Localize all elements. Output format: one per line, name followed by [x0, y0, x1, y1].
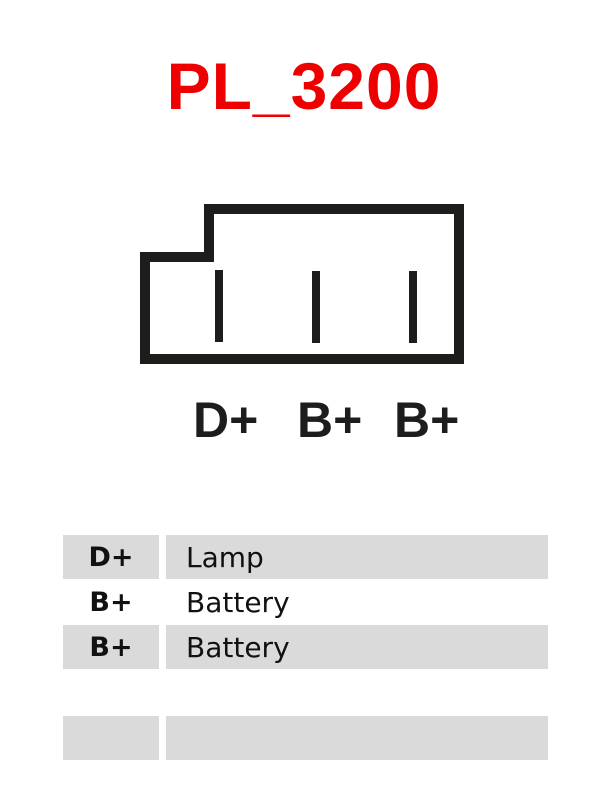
pin-labels: D+ B+ B+	[193, 390, 483, 450]
function-cell: Battery	[166, 625, 548, 669]
function-cell: Lamp	[166, 535, 548, 579]
pin-label-1: D+	[193, 392, 259, 448]
pin-cell: B+	[63, 625, 159, 669]
table-row	[63, 716, 548, 760]
pin-cell: D+	[63, 535, 159, 579]
table-row	[63, 670, 548, 714]
part-number-title: PL_3200	[166, 49, 442, 123]
function-cell	[166, 716, 548, 760]
pin-cell	[63, 716, 159, 760]
pin-label-3: B+	[394, 392, 460, 448]
connector-outline	[140, 204, 464, 364]
pin-2-blade	[312, 271, 320, 343]
table-row: B+ Battery	[63, 580, 548, 624]
pin-label-2: B+	[297, 392, 363, 448]
pin-3-blade	[409, 271, 417, 343]
function-cell: Battery	[186, 586, 290, 619]
table-row: D+ Lamp	[63, 535, 548, 579]
pin-1-blade	[215, 270, 223, 342]
table-row: B+ Battery	[63, 625, 548, 669]
function-cell	[166, 670, 548, 714]
pin-cell	[63, 670, 159, 714]
pin-cell: B+	[89, 587, 133, 618]
